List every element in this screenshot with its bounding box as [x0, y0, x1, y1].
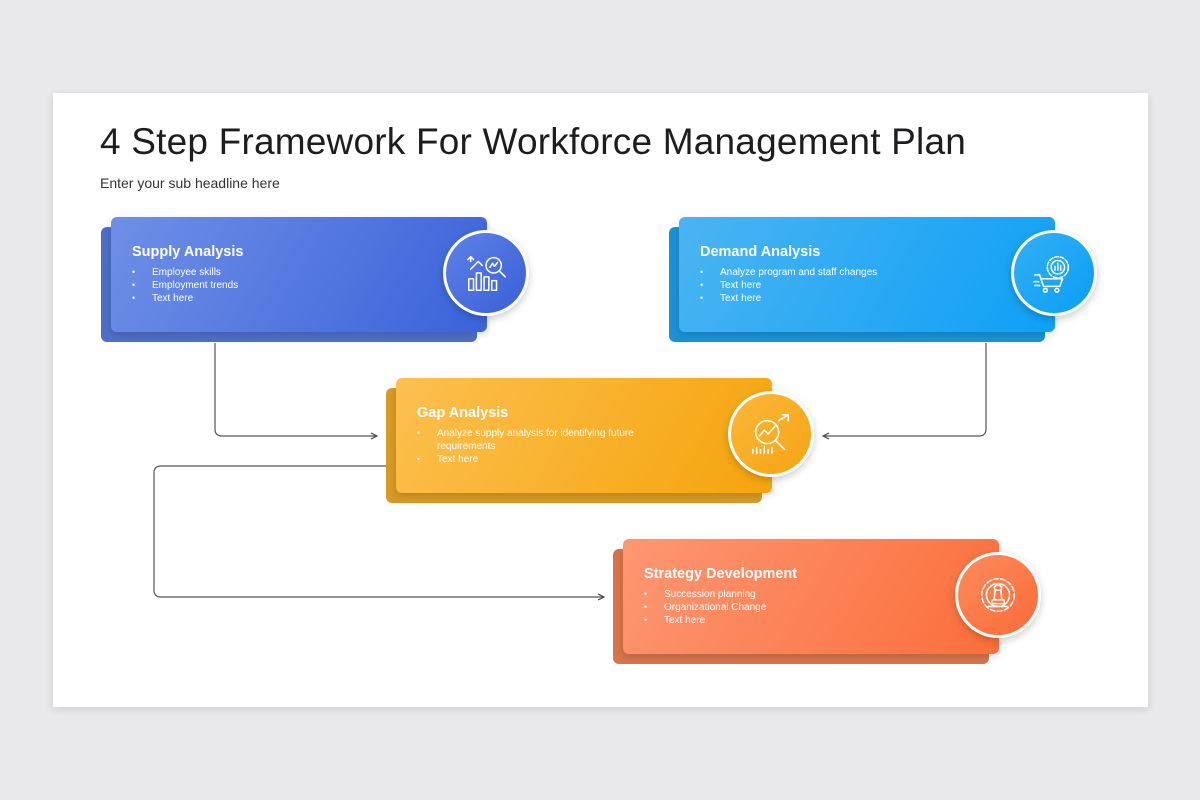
card-bullet: Analyze supply analysis for identifying …	[417, 427, 667, 453]
card-heading: Supply Analysis	[132, 244, 244, 260]
card-bullet: Text here	[700, 292, 1000, 305]
card-bullet: Analyze program and staff changes	[700, 266, 1000, 279]
card-supply-analysis: Supply Analysis Employee skills Employme…	[101, 217, 529, 343]
card-gap-analysis: Gap Analysis Analyze supply analysis for…	[386, 378, 814, 504]
card-bullet: Text here	[644, 614, 944, 627]
card-strategy-development: Strategy Development Succession planning…	[613, 539, 1041, 665]
card-bullet: Text here	[132, 292, 432, 305]
card-heading: Strategy Development	[644, 566, 798, 582]
card-demand-analysis: Demand Analysis Analyze program and staf…	[669, 217, 1097, 343]
card-heading: Gap Analysis	[417, 405, 509, 421]
card-heading: Demand Analysis	[700, 244, 821, 260]
slide: 4 Step Framework For Workforce Managemen…	[53, 93, 1148, 707]
growth-chart-search-icon	[443, 230, 529, 316]
card-bullet: Organizational Change	[644, 601, 944, 614]
trend-magnifier-icon	[728, 391, 814, 477]
card-bullet-list: Analyze program and staff changes Text h…	[700, 266, 1000, 305]
card-bullet-list: Succession planning Organizational Chang…	[644, 588, 944, 627]
card-bullet-list: Analyze supply analysis for identifying …	[417, 427, 667, 466]
page-title: 4 Step Framework For Workforce Managemen…	[100, 121, 967, 162]
card-bullet-list: Employee skills Employment trends Text h…	[132, 266, 432, 305]
card-bullet: Employee skills	[132, 266, 432, 279]
card-bullet: Text here	[700, 279, 1000, 292]
card-bullet: Succession planning	[644, 588, 944, 601]
connector-demand-to-gap	[823, 343, 987, 436]
card-bullet: Text here	[417, 453, 667, 466]
card-bullet: Employment trends	[132, 279, 432, 292]
chess-gear-icon	[955, 552, 1041, 638]
cart-gear-icon	[1011, 230, 1097, 316]
connector-supply-to-gap	[214, 343, 377, 436]
page-subtitle: Enter your sub headline here	[100, 175, 280, 191]
